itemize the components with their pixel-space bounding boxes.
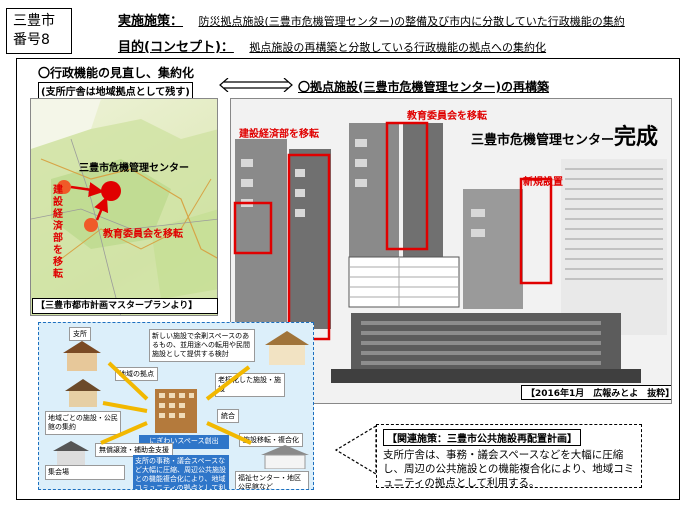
house-icon <box>261 445 309 469</box>
diagram-branch-label: 支所 <box>69 327 91 341</box>
photo-title-prefix: 三豊市危機管理センター <box>471 133 615 148</box>
diagram-composite-tag: 施設移転・複合化 <box>239 433 303 447</box>
crisis-center-marker <box>101 181 121 201</box>
relocation-diagram: 支所 新しい施設で余剰スペースのあるもの、並用途への転用や民間施設として提供する… <box>38 322 314 490</box>
goal-text: 拠点施設の再構築と分散している行政機能の拠点への集約化 <box>249 41 547 54</box>
building-icon <box>155 389 197 433</box>
house-icon <box>63 341 101 371</box>
edu-board-marker <box>84 218 98 232</box>
diagram-note-spare: 新しい施設で余剰スペースのあるもの、並用途への転用や民間施設として提供する検討 <box>149 329 255 362</box>
municipality-id-box: 三豊市 番号8 <box>6 8 72 54</box>
photo-edu-label: 教育委員会を移転 <box>407 111 487 122</box>
callout-arrow <box>334 424 377 476</box>
diagram-blue-note: 支所の事務・議会スペースなど大幅に圧縮、周辺公共施設との機能複合化により、地域コ… <box>133 455 229 489</box>
floor-plan-graphic <box>233 121 667 383</box>
map-caption: 【三豊市都市計画マスタープランより】 <box>32 298 218 314</box>
construction-dept-label: 建 設 経 済 部 を 移 転 <box>53 185 63 280</box>
diagram-arrows <box>100 361 252 445</box>
implementation-row: 実施施策： 防災拠点施設(三豊市危機管理センター)の整備及び市内に分散していた行… <box>118 10 625 29</box>
content-frame <box>16 58 680 500</box>
house-icon <box>53 441 89 467</box>
edu-board-label: 教育委員会を移転 <box>103 229 183 240</box>
photo-title: 三豊市危機管理センター完成 <box>471 119 658 151</box>
house-icon <box>65 379 101 407</box>
left-section-title: 〇行政機能の見直し、集約化 <box>38 66 195 80</box>
related-measure-body: 支所庁舎は、事務・議会スペースなどを大幅に圧縮し、周辺の公共施設との機能複合化に… <box>383 449 635 489</box>
diagram-note-welfare: 福祉センター・地区公民館など <box>235 471 309 489</box>
implementation-label: 実施施策： <box>118 14 184 29</box>
photo-caption: 【2016年1月 広報みとよ 抜粋】 <box>521 385 671 400</box>
diagram-integrate-tag: 統合 <box>217 409 239 423</box>
left-section-subtitle: (支所庁舎は地域拠点として残す) <box>38 82 193 99</box>
construction-dept-marker <box>57 180 71 194</box>
item-number: 番号8 <box>13 32 50 48</box>
crisis-center-label: 三豊市危機管理センター <box>79 163 189 174</box>
implementation-text: 防災拠点施設(三豊市危機管理センター)の整備及び市内に分散していた行政機能の集約 <box>198 15 625 28</box>
photo-title-complete: 完成 <box>614 125 659 150</box>
double-arrow-icon <box>219 78 293 92</box>
municipality-name: 三豊市 <box>13 13 55 29</box>
diagram-note-assembly: 集会場 <box>45 465 125 480</box>
related-measure-title: 【関連施策：三豊市公共施設再配置計画】 <box>383 429 581 446</box>
diagram-note-facility: 地域ごとの施設・公民館の集約 <box>45 411 121 435</box>
photo-new-label: 新規設置 <box>523 177 563 188</box>
goal-row: 目的(コンセプト)： 拠点施設の再構築と分散している行政機能の拠点への集約化 <box>118 36 546 55</box>
city-map: 三豊市危機管理センター 教育委員会を移転 建 設 経 済 部 を 移 転 <box>30 98 218 316</box>
goal-label: 目的(コンセプト)： <box>118 40 234 55</box>
right-section-title: 〇拠点施設(三豊市危機管理センター)の再構築 <box>298 80 549 94</box>
house-icon <box>265 331 309 365</box>
photo-construction-label: 建設経済部を移転 <box>239 129 319 140</box>
related-measure-callout: 【関連施策：三豊市公共施設再配置計画】 支所庁舎は、事務・議会スペースなどを大幅… <box>376 424 642 489</box>
